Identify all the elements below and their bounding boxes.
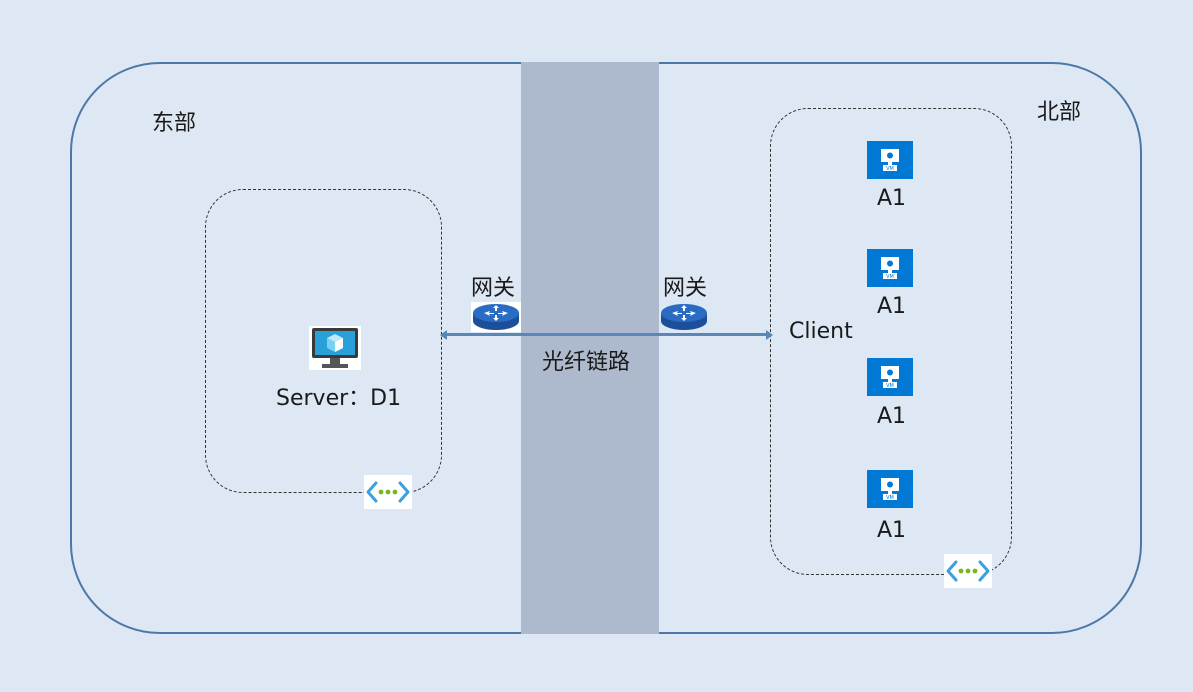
virtual-machine-icon: VM <box>867 249 913 287</box>
vm-label: A1 <box>877 404 907 429</box>
virtual-machine-icon: VM <box>867 141 913 179</box>
router-icon <box>661 304 707 330</box>
vm-icon-text: VM <box>886 495 894 501</box>
virtual-machine-icon: VM <box>867 358 913 396</box>
gateway-left-label: 网关 <box>471 276 516 301</box>
fiber-link-label: 光纤链路 <box>542 350 631 375</box>
north-vnet-boundary <box>770 108 1012 575</box>
east-vnet-boundary <box>205 189 442 493</box>
fiber-connection-line <box>442 333 770 336</box>
east-region-label: 东部 <box>152 111 197 136</box>
connection-arrow-right <box>766 330 773 340</box>
connection-arrow-left <box>440 330 447 340</box>
fiber-link-band <box>521 62 659 634</box>
server-monitor-icon <box>309 326 361 370</box>
client-label: Client <box>789 319 853 344</box>
vm-icon-text: VM <box>886 166 894 172</box>
north-region-label: 北部 <box>1037 100 1082 125</box>
vm-icon-text: VM <box>886 383 894 389</box>
virtual-machine-icon: VM <box>867 470 913 508</box>
virtual-network-icon <box>944 554 992 588</box>
server-label: Server：D1 <box>276 386 402 411</box>
vm-label: A1 <box>877 294 907 319</box>
vm-label: A1 <box>877 186 907 211</box>
gateway-right-label: 网关 <box>663 276 708 301</box>
router-icon <box>471 302 521 332</box>
vm-icon-text: VM <box>886 274 894 280</box>
virtual-network-icon <box>364 475 412 509</box>
vm-label: A1 <box>877 518 907 543</box>
